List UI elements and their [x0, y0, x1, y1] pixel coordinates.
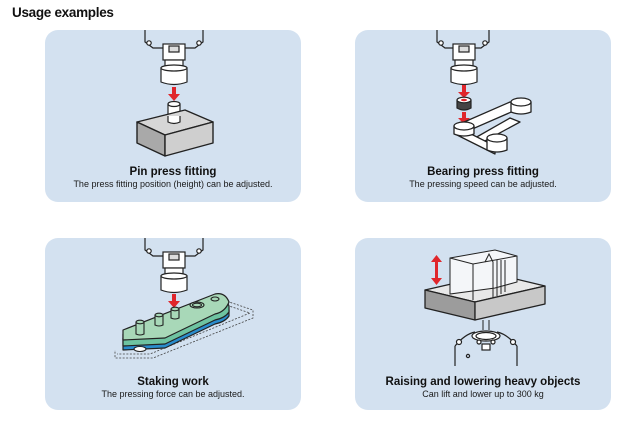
example-title: Raising and lowering heavy objects: [385, 376, 581, 388]
press-arrow-icon: [458, 112, 470, 124]
press-arrow-icon: [168, 294, 180, 308]
example-description: Can lift and lower up to 300 kg: [422, 389, 544, 399]
pin-press-fitting-illustration: [136, 30, 214, 157]
usage-card-heavy-object-lifting: Raising and lowering heavy objects Can l…: [355, 238, 611, 410]
section-heading: Usage examples: [12, 5, 114, 20]
staking-work-illustration: [114, 238, 254, 359]
bearing-press-fitting-illustration: [436, 30, 532, 155]
press-arrow-icon: [168, 87, 180, 101]
usage-card-staking-work: Staking work The pressing force can be a…: [45, 238, 301, 410]
press-arrow-icon: [458, 85, 470, 98]
example-description: The press fitting position (height) can …: [73, 179, 273, 189]
heavy-object-lift-illustration: [424, 249, 546, 366]
up-down-arrow-icon: [431, 255, 442, 285]
example-title: Staking work: [137, 376, 209, 388]
example-description: The pressing force can be adjusted.: [101, 389, 245, 399]
example-title: Bearing press fitting: [427, 166, 539, 178]
example-description: The pressing speed can be adjusted.: [409, 179, 557, 189]
example-title: Pin press fitting: [129, 166, 217, 178]
usage-card-bearing-press-fitting: Bearing press fitting The pressing speed…: [355, 30, 611, 202]
usage-card-pin-press-fitting: Pin press fitting The press fitting posi…: [45, 30, 301, 202]
